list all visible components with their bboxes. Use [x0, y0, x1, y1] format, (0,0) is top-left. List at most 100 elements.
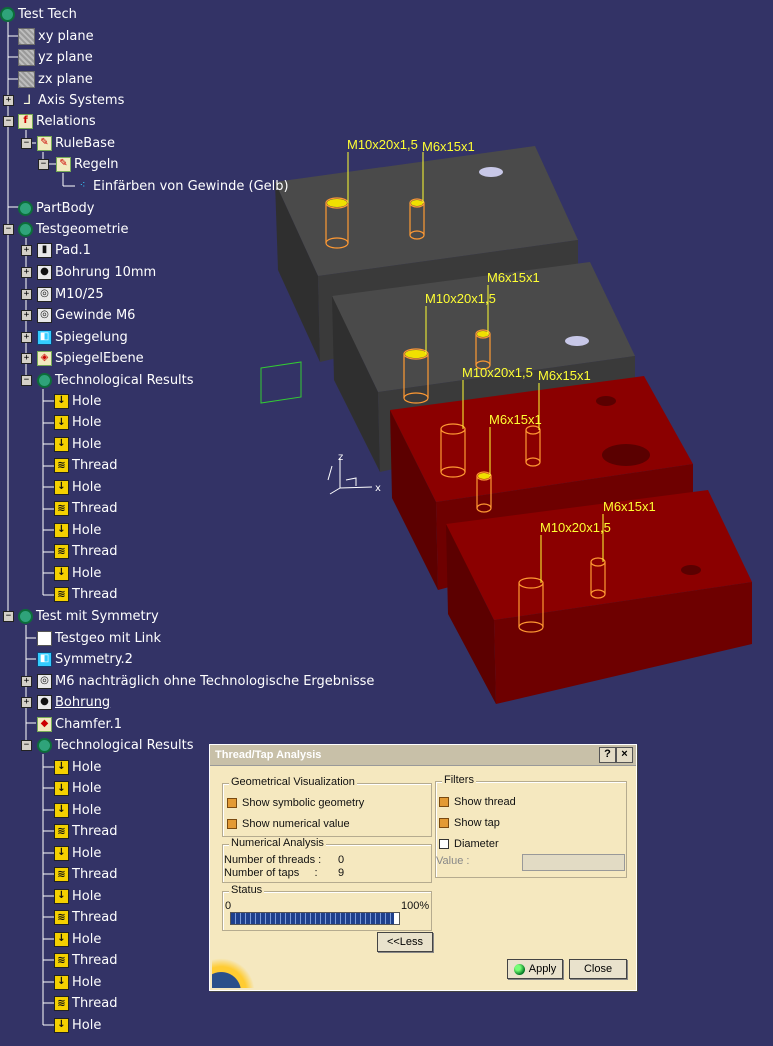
tree-item-spiegelebene[interactable]: ◈ SpiegelEbene [37, 348, 144, 368]
apply-button[interactable]: Apply [507, 959, 563, 979]
tree-item-hole[interactable]: ↓Hole [54, 972, 101, 992]
block-red-1 [390, 376, 693, 590]
tree-item-thread[interactable]: ≋Thread [54, 951, 117, 971]
tree-item-rulebase[interactable]: ✎ RuleBase [37, 133, 115, 153]
diameter-checkbox[interactable]: Diameter [439, 838, 499, 850]
tree-item-hole[interactable]: ↓Hole [54, 413, 101, 433]
close-button[interactable]: Close [569, 959, 627, 979]
tree-label: M6 nachträglich ohne Technologische Erge… [55, 673, 375, 689]
tree-item-thread[interactable]: ≋Thread [54, 585, 117, 605]
show-tap-checkbox[interactable]: Show tap [439, 817, 500, 829]
tree-item-hole[interactable]: ↓Hole [54, 434, 101, 454]
hole-icon: ↓ [54, 759, 69, 775]
tree-item-thread[interactable]: ≋Thread [54, 499, 117, 519]
hole-icon: ↓ [54, 931, 69, 947]
collapse-toggle[interactable]: − [3, 611, 14, 622]
tree-item-pad[interactable]: ▮ Pad.1 [37, 240, 91, 260]
help-button[interactable]: ? [599, 747, 616, 763]
tree-item-bohrung[interactable]: ● Bohrung [37, 692, 110, 712]
tree-item-hole[interactable]: ↓Hole [54, 477, 101, 497]
tree-item-tech-results-1[interactable]: Technological Results [37, 370, 194, 390]
show-thread-checkbox[interactable]: Show thread [439, 796, 516, 808]
tree-item-thread[interactable]: ≋Thread [54, 994, 117, 1014]
tree-label: Thread [72, 910, 118, 925]
tree-item-regeln[interactable]: ✎ Regeln [56, 154, 119, 174]
value-field[interactable] [522, 854, 625, 871]
tree-item-rule[interactable]: ⁖ Einfärben von Gewinde (Gelb) [75, 176, 289, 196]
tree-item-thread[interactable]: ≋Thread [54, 456, 117, 476]
tree-item-hole[interactable]: ↓Hole [54, 520, 101, 540]
tree-item-hole[interactable]: ↓Hole [54, 1015, 101, 1035]
collapse-toggle[interactable]: − [3, 116, 14, 127]
tree-item-symmetry-2[interactable]: ◧ Symmetry.2 [37, 649, 133, 669]
tree-item-testgeo-mit-link[interactable]: Testgeo mit Link [37, 628, 161, 648]
show-numerical-checkbox[interactable]: Show numerical value [227, 818, 350, 830]
tree-item-test-mit-symmetry[interactable]: Test mit Symmetry [18, 606, 159, 626]
expand-toggle[interactable]: + [21, 676, 32, 687]
tree-item-yz-plane[interactable]: yz plane [18, 47, 93, 67]
tree-item-zx-plane[interactable]: zx plane [18, 69, 93, 89]
tree-item-spiegelung[interactable]: ◧ Spiegelung [37, 327, 128, 347]
tree-item-thread[interactable]: ≋Thread [54, 908, 117, 928]
tree-item-hole[interactable]: ↓Hole [54, 563, 101, 583]
group-title: Numerical Analysis [229, 837, 326, 849]
expand-toggle[interactable]: + [21, 289, 32, 300]
collapse-toggle[interactable]: − [38, 159, 49, 170]
show-symbolic-checkbox[interactable]: Show symbolic geometry [227, 797, 364, 809]
tree-item-hole[interactable]: ↓Hole [54, 843, 101, 863]
tree-root[interactable]: Test Tech [0, 4, 77, 24]
hole-icon: ↓ [54, 802, 69, 818]
tree-item-m6-nachtraeglich[interactable]: ◎ M6 nachträglich ohne Technologische Er… [37, 671, 374, 691]
group-title: Filters [442, 774, 476, 786]
tree-item-tech-results-2[interactable]: Technological Results [37, 735, 194, 755]
tree-item-partbody[interactable]: PartBody [18, 198, 94, 218]
checkbox-checked [227, 798, 237, 808]
thread-icon: ≋ [54, 953, 69, 968]
tree-item-hole[interactable]: ↓Hole [54, 757, 101, 777]
tree-label: Bohrung 10mm [55, 264, 157, 280]
tree-label: Hole [72, 565, 102, 581]
tree-item-m10-25[interactable]: ◎ M10/25 [37, 284, 104, 304]
threads-label: Number of threads : [224, 854, 322, 866]
tree-item-hole[interactable]: ↓Hole [54, 800, 101, 820]
expand-toggle[interactable]: + [21, 697, 32, 708]
tree-item-hole[interactable]: ↓Hole [54, 391, 101, 411]
expand-toggle[interactable]: + [21, 332, 32, 343]
less-button[interactable]: <<Less [377, 932, 433, 952]
hole-icon: ↓ [54, 479, 69, 495]
tree-item-testgeometrie[interactable]: Testgeometrie [18, 219, 129, 239]
tree-label: Relations [36, 113, 96, 129]
tree-label: Hole [72, 931, 102, 947]
collapse-toggle[interactable]: − [3, 224, 14, 235]
expand-toggle[interactable]: + [21, 245, 32, 256]
tree-item-axis-systems[interactable]: ⅃ Axis Systems [20, 90, 124, 110]
tree-item-chamfer-1[interactable]: ◆ Chamfer.1 [37, 714, 122, 734]
annotation-label: M6x15x1 [603, 499, 656, 514]
expand-toggle[interactable]: + [21, 267, 32, 278]
tree-item-bohrung-10mm[interactable]: ● Bohrung 10mm [37, 262, 156, 282]
expand-toggle[interactable]: + [3, 95, 14, 106]
tree-item-thread[interactable]: ≋Thread [54, 865, 117, 885]
mirror-icon: ◧ [37, 329, 52, 345]
tree-item-relations[interactable]: f Relations [18, 111, 96, 131]
collapse-toggle[interactable]: − [21, 375, 32, 386]
part-icon [0, 6, 15, 22]
status-min-label: 0 [225, 900, 232, 912]
tree-item-thread[interactable]: ≋Thread [54, 542, 117, 562]
collapse-toggle[interactable]: − [21, 138, 32, 149]
tree-item-hole[interactable]: ↓Hole [54, 886, 101, 906]
tree-item-xy-plane[interactable]: xy plane [18, 26, 94, 46]
tree-item-thread[interactable]: ≋Thread [54, 822, 117, 842]
status-max-label: 100% [401, 900, 430, 912]
expand-toggle[interactable]: + [21, 353, 32, 364]
tree-item-gewinde-m6[interactable]: ◎ Gewinde M6 [37, 305, 135, 325]
expand-toggle[interactable]: + [21, 310, 32, 321]
annotation-label: M10x20x1,5 [425, 291, 496, 306]
tree-item-hole[interactable]: ↓Hole [54, 929, 101, 949]
tree-item-hole[interactable]: ↓Hole [54, 779, 101, 799]
dialog-titlebar[interactable]: Thread/Tap Analysis [210, 745, 636, 766]
close-x-button[interactable]: × [616, 747, 633, 763]
collapse-toggle[interactable]: − [21, 740, 32, 751]
progress-fill [231, 913, 394, 924]
